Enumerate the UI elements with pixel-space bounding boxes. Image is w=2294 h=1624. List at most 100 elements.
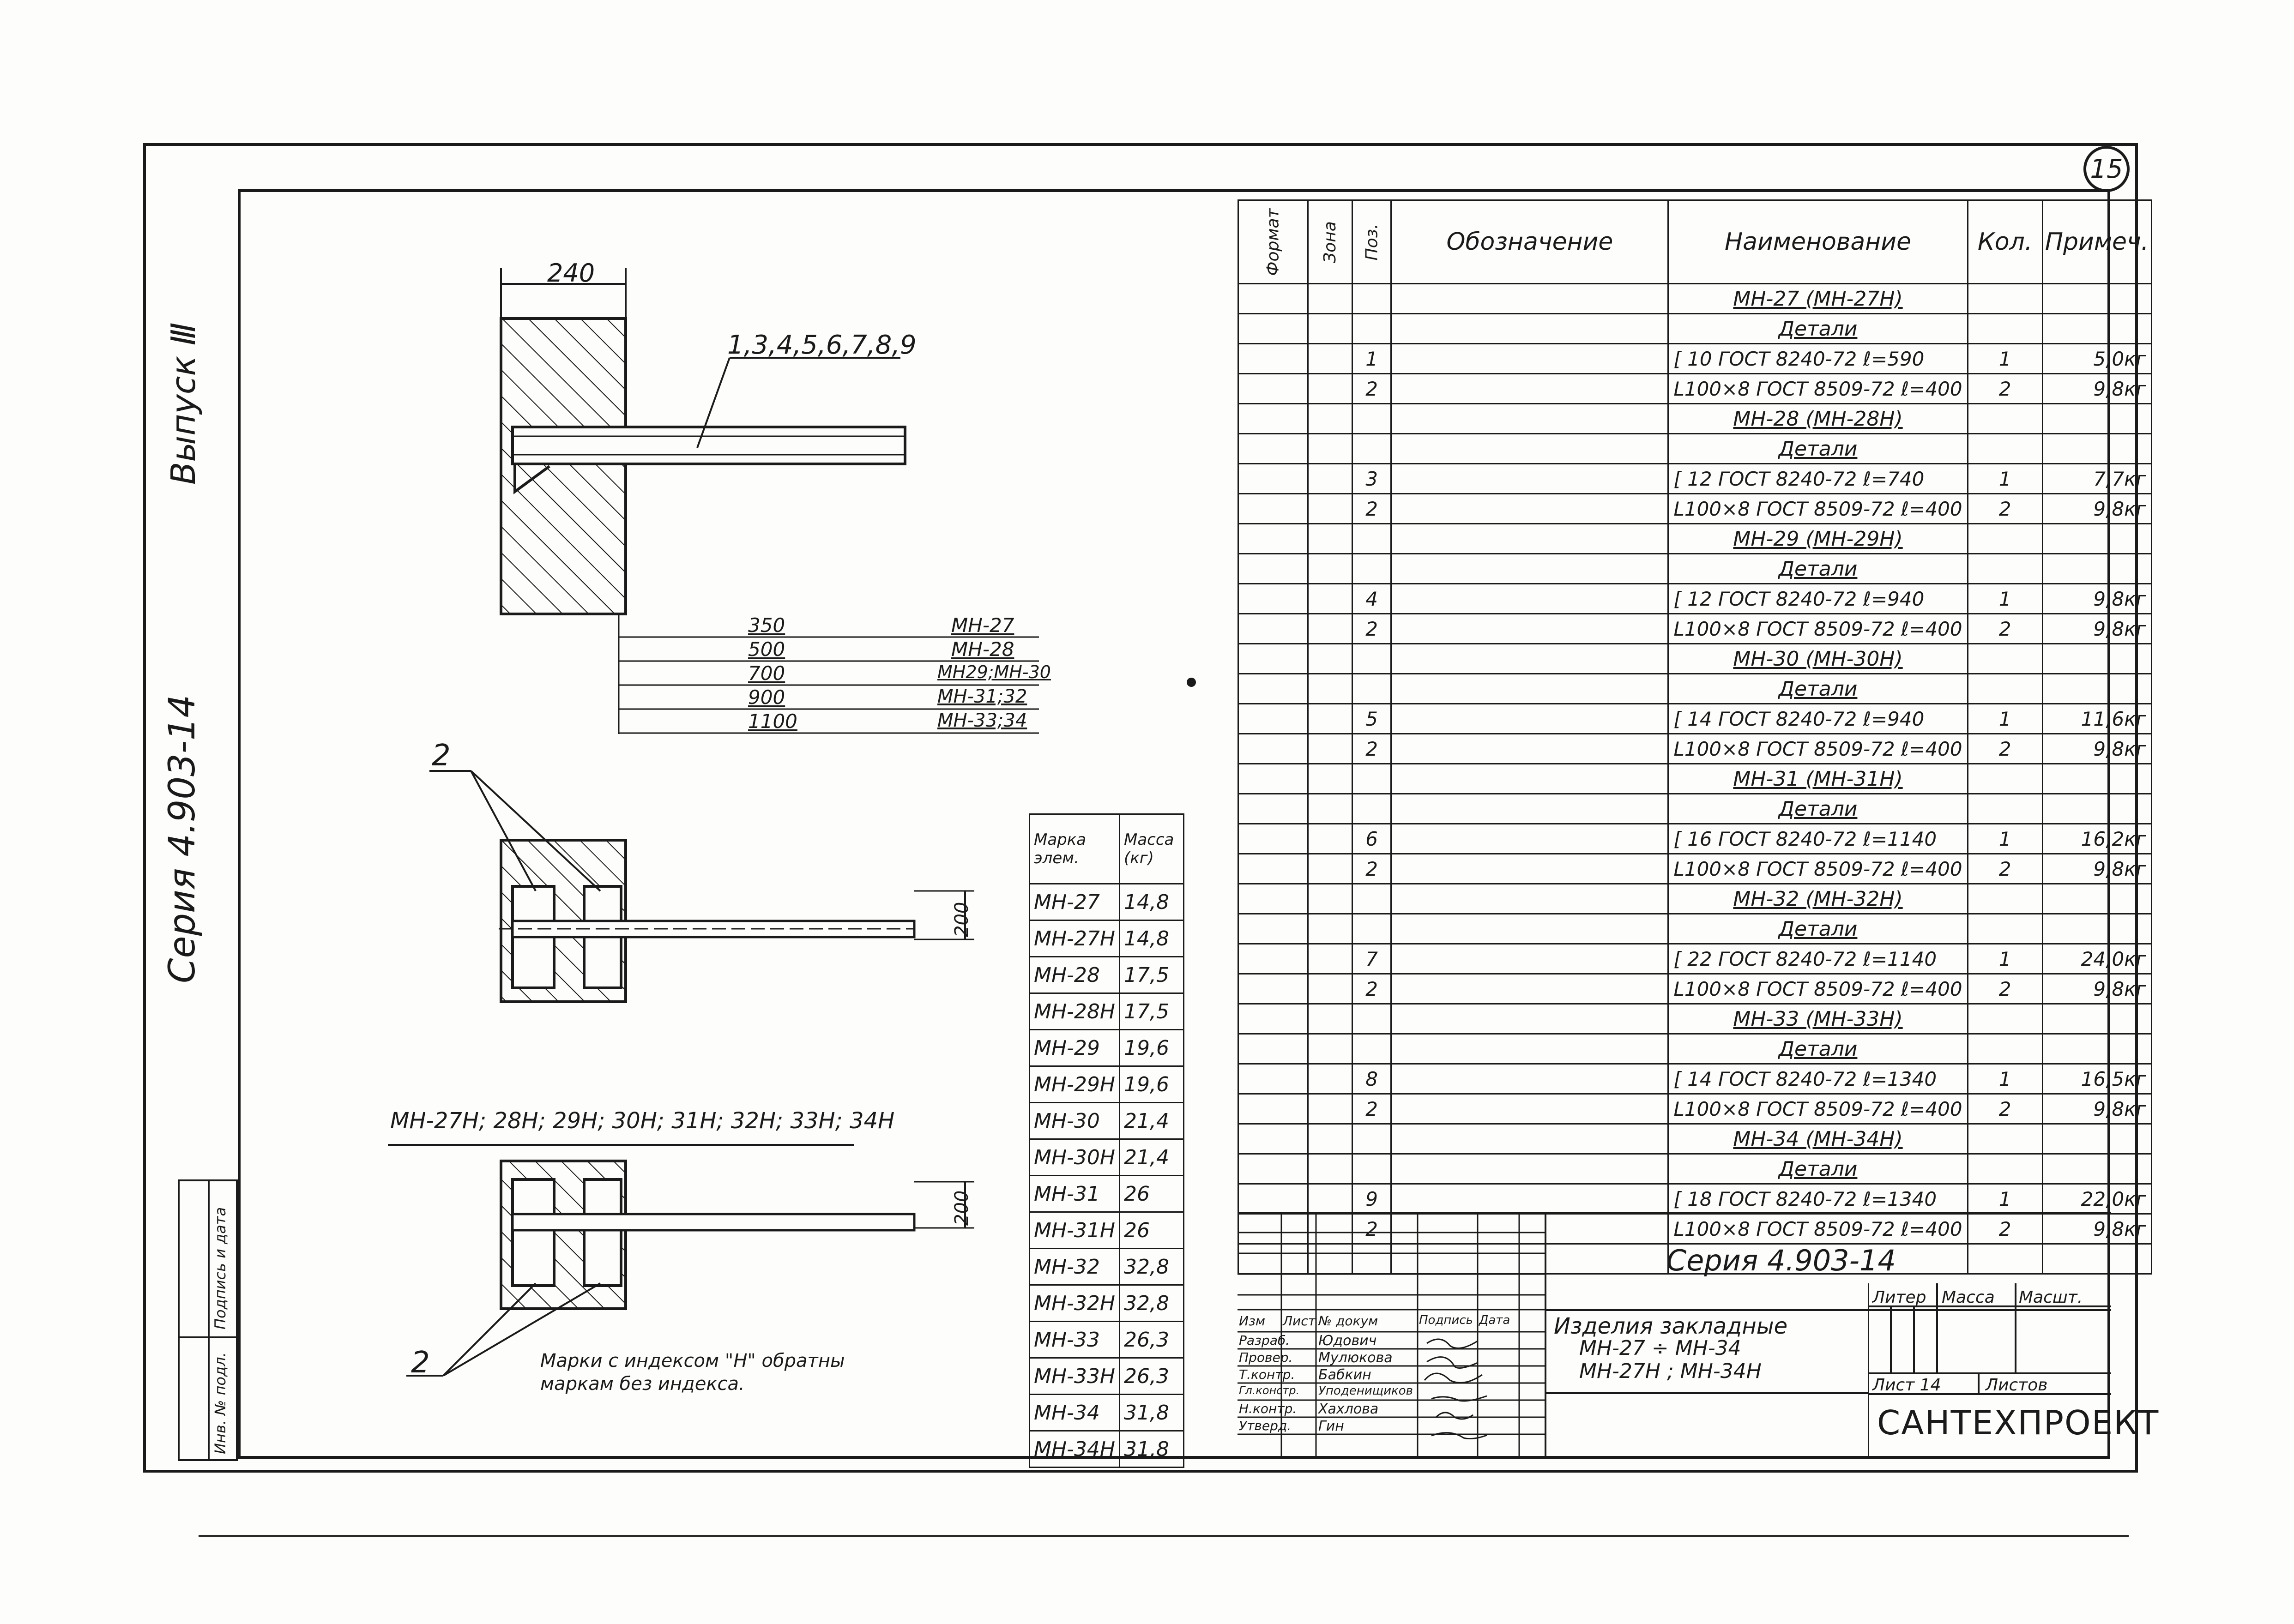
spec-note-cell: [2041, 793, 2152, 824]
spec-format-cell: [1237, 1003, 1309, 1035]
tb-role-4: Н.контр.: [1239, 1401, 1297, 1416]
spec-name-cell: [ 12 ГОСТ 8240-72 ℓ=740: [1667, 463, 1968, 494]
spec-pos-cell: [1351, 433, 1392, 464]
title-bottom-blank: [1545, 1394, 1868, 1459]
spec-name-cell: Детали: [1667, 793, 1968, 824]
mass-mark: МН-34: [1029, 1394, 1120, 1432]
mass-value: 19,6: [1119, 1065, 1184, 1103]
spec-name-cell: МН-34 (МН-34Н): [1667, 1123, 1968, 1155]
mass-value: 21,4: [1119, 1138, 1184, 1176]
spec-pos-cell: 1: [1351, 343, 1392, 374]
spec-zone-cell: [1307, 553, 1353, 584]
spec-format-cell: [1237, 1093, 1309, 1125]
spec-format-cell: [1237, 943, 1309, 974]
tb-col-izm: Изм: [1239, 1313, 1265, 1329]
note-line-1: Марки с индексом "Н" обратны: [540, 1350, 845, 1371]
mass-mark: МН-31Н: [1029, 1211, 1120, 1249]
spec-header-qty: Кол.: [1967, 199, 2043, 284]
channel-beam: [511, 426, 906, 465]
spec-zone-cell: [1307, 823, 1353, 854]
spec-section-row: Детали: [1237, 433, 2152, 464]
sheet-number: 15: [2090, 154, 2123, 184]
page-bottom-line: [199, 1535, 2129, 1537]
spec-header-format: Формат: [1237, 199, 1309, 284]
title-block: [1238, 1212, 2111, 1459]
tb-role-3: Гл.констр.: [1239, 1384, 1300, 1397]
spec-qty-cell: 1: [1967, 343, 2043, 374]
spec-format-cell: [1237, 373, 1309, 404]
spec-pos-cell: [1351, 1123, 1392, 1155]
spec-designation-cell: [1390, 883, 1669, 914]
spec-zone-cell: [1307, 1003, 1353, 1035]
spec-designation-cell: [1390, 613, 1669, 644]
tb-role-2: Т.контр.: [1239, 1367, 1295, 1382]
spec-zone-cell: [1307, 883, 1353, 914]
spec-note-cell: 9,8кг: [2041, 853, 2152, 884]
spec-pos-cell: [1351, 403, 1392, 434]
spec-designation-cell: [1390, 403, 1669, 434]
spec-designation-cell: [1390, 1033, 1669, 1065]
spec-blank-cell: [2041, 1243, 2152, 1275]
spec-note-cell: 16,5кг: [2041, 1063, 2152, 1095]
spec-section-row: МН-32 (МН-32Н): [1237, 883, 2152, 914]
tb-person-3: Уподенищиков: [1318, 1384, 1413, 1398]
spec-zone-cell: [1307, 433, 1353, 464]
spec-qty-cell: [1967, 643, 2043, 674]
spec-designation-cell: [1390, 703, 1669, 734]
plan-view-1: [429, 770, 974, 1003]
tb-col-sign: Подпись: [1419, 1313, 1473, 1327]
spec-note-cell: 16,2кг: [2041, 823, 2152, 854]
spec-note-cell: 9,8кг: [2041, 613, 2152, 644]
spec-name-cell: Детали: [1667, 313, 1968, 344]
spec-pos-cell: 2: [1351, 373, 1392, 404]
spec-zone-cell: [1307, 1063, 1353, 1095]
spec-name-cell: МН-33 (МН-33Н): [1667, 1003, 1968, 1035]
spec-format-cell: [1237, 823, 1309, 854]
spec-note-cell: 24,0кг: [2041, 943, 2152, 974]
spec-zone-cell: [1307, 493, 1353, 524]
spec-designation-cell: [1390, 523, 1669, 554]
length-mark-900: МН-31;32: [937, 686, 1027, 707]
spec-designation-cell: [1390, 583, 1669, 614]
spec-qty-cell: 1: [1967, 1063, 2043, 1095]
spec-designation-cell: [1390, 1183, 1669, 1215]
spec-pos-cell: [1351, 283, 1392, 314]
product-line-2: МН-27 ÷ МН-34: [1579, 1336, 1741, 1360]
tb-col-doc: № докум: [1318, 1313, 1378, 1329]
spec-pos-cell: 2: [1351, 613, 1392, 644]
spec-format-cell: [1237, 433, 1309, 464]
spec-name-cell: L100×8 ГОСТ 8509-72 ℓ=400: [1667, 973, 1968, 1004]
spec-note-cell: [2041, 1003, 2152, 1035]
spec-blank-cell: [1390, 1243, 1669, 1275]
spec-designation-cell: [1390, 763, 1669, 794]
spec-format-cell: [1237, 673, 1309, 704]
spec-zone-cell: [1307, 1123, 1353, 1155]
mass-value: 21,4: [1119, 1102, 1184, 1140]
spec-name-cell: Детали: [1667, 433, 1968, 464]
tb-org: САНТЕХПРОЕКТ: [1877, 1403, 2160, 1442]
spec-zone-cell: [1307, 463, 1353, 494]
spec-pos-cell: 9: [1351, 1183, 1392, 1215]
tb-liter: Литер: [1872, 1288, 1926, 1307]
spec-zone-cell: [1307, 973, 1353, 1004]
spec-pos-cell: [1351, 1033, 1392, 1065]
leader-2-top-b: [470, 770, 601, 892]
spec-pos-cell: 2: [1351, 973, 1392, 1004]
spec-format-cell: [1237, 313, 1309, 344]
spec-qty-cell: [1967, 313, 2043, 344]
spec-note-cell: [2041, 283, 2152, 314]
mass-mark: МН-33Н: [1029, 1357, 1120, 1395]
spec-format-cell: [1237, 703, 1309, 734]
spec-qty-cell: [1967, 1153, 2043, 1185]
spec-name-cell: [ 12 ГОСТ 8240-72 ℓ=940: [1667, 583, 1968, 614]
spec-zone-cell: [1307, 1213, 1353, 1245]
spec-qty-cell: 1: [1967, 823, 2043, 854]
spec-qty-cell: 2: [1967, 853, 2043, 884]
length-mark-700: МН29;МН-30: [937, 662, 1051, 682]
